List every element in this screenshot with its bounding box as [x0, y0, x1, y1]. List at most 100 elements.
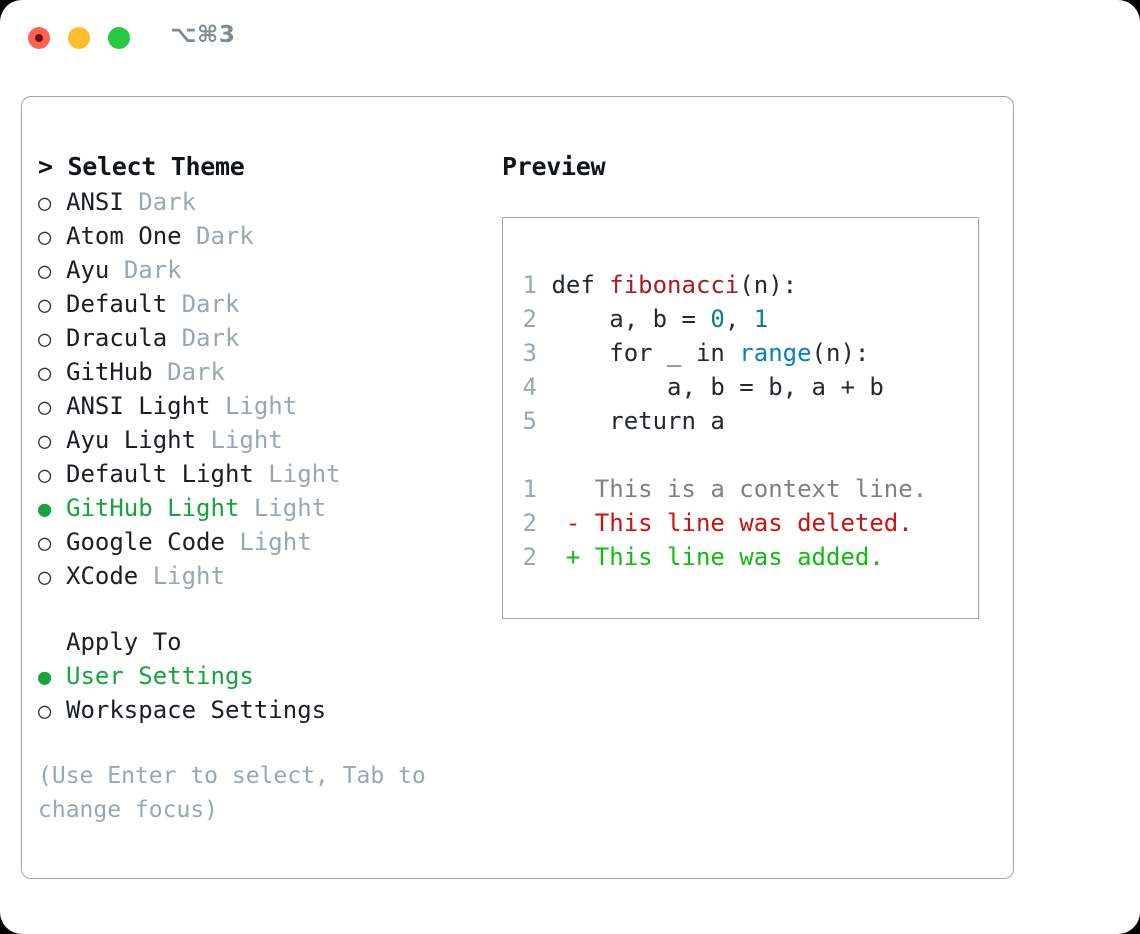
theme-list-item[interactable]: ○ Default Light Light: [38, 457, 478, 491]
maximize-button[interactable]: [108, 27, 130, 49]
radio-unselected-icon[interactable]: ○: [38, 699, 52, 724]
theme-list-item[interactable]: ○ Ayu Light Light: [38, 423, 478, 457]
diff-line: 1 This is a context line.: [513, 472, 972, 506]
line-number: 2: [522, 509, 537, 537]
code-token: 0: [710, 305, 725, 333]
preview-column: Preview 1 def fibonacci(n):2 a, b = 0, 1…: [502, 149, 1002, 619]
line-number: 5: [522, 407, 537, 435]
theme-name: Ayu: [66, 256, 110, 284]
gutter-gap: [537, 305, 551, 333]
close-button[interactable]: [28, 27, 50, 49]
theme-list-column: > Select Theme ○ANSI Dark○Atom One Dark○…: [38, 149, 478, 827]
spacer: [196, 426, 210, 454]
theme-variant-label: Light: [224, 392, 298, 420]
radio-selected-icon[interactable]: ●: [38, 665, 52, 690]
theme-list-item[interactable]: ○ Atom One Dark: [38, 219, 478, 253]
code-token: return a: [551, 407, 725, 435]
code-line: 3 for _ in range(n):: [513, 336, 972, 370]
theme-list-item[interactable]: ● GitHub Light Light: [38, 491, 478, 525]
line-number: 1: [522, 271, 537, 299]
apply-to-option[interactable]: ○Workspace Settings: [38, 693, 478, 727]
radio-unselected-icon[interactable]: ○: [38, 259, 52, 284]
code-diff-separator: [513, 438, 972, 472]
theme-variant-label: Dark: [181, 324, 240, 352]
theme-list-item[interactable]: ○ Ayu Dark: [38, 253, 478, 287]
diff-text: + This line was added.: [565, 543, 884, 571]
theme-variant-label: Light: [239, 528, 312, 556]
code-token: (n):: [811, 339, 870, 367]
theme-variant-label: Light: [253, 494, 327, 522]
code-token: (n):: [739, 271, 798, 299]
theme-name: GitHub Light: [66, 494, 240, 522]
theme-variant-label: Light: [268, 460, 341, 488]
theme-variant-label: Dark: [138, 188, 197, 216]
theme-variant-label: Dark: [123, 256, 182, 284]
radio-unselected-icon[interactable]: ○: [38, 531, 52, 556]
code-line: 4 a, b = b, a + b: [513, 370, 972, 404]
theme-picker-panel: > Select Theme ○ANSI Dark○Atom One Dark○…: [21, 96, 1014, 879]
theme-list-item[interactable]: ○Dracula Dark: [38, 321, 478, 355]
radio-unselected-icon[interactable]: ○: [38, 429, 52, 454]
code-token: ,: [724, 305, 754, 333]
radio-selected-icon[interactable]: ●: [38, 497, 52, 522]
line-number: 2: [522, 305, 537, 333]
theme-list-item[interactable]: ○XCode Light: [38, 559, 478, 593]
code-token: a, b =: [551, 305, 711, 333]
radio-unselected-icon[interactable]: ○: [38, 293, 52, 318]
theme-list-item[interactable]: ○ Google Code Light: [38, 525, 478, 559]
radio-unselected-icon[interactable]: ○: [38, 225, 52, 250]
theme-name: Ayu Light: [66, 426, 197, 454]
theme-variant-label: Light: [210, 426, 283, 454]
radio-unselected-icon[interactable]: ○: [38, 463, 52, 488]
apply-to-option[interactable]: ● User Settings: [38, 659, 478, 693]
close-icon: [35, 34, 43, 42]
apply-to-label: User Settings: [66, 662, 254, 690]
code-token: range: [739, 339, 812, 367]
apply-to-list[interactable]: ● User Settings ○Workspace Settings: [38, 659, 478, 727]
gutter-gap: [537, 373, 551, 401]
spacer: [225, 528, 239, 556]
spacer: [138, 562, 152, 590]
theme-variant-label: Dark: [196, 222, 254, 250]
spacer: [124, 188, 138, 216]
gutter-gap: [537, 407, 551, 435]
gutter-gap: [537, 509, 566, 537]
gutter-gap: [537, 475, 566, 503]
theme-name: Atom One: [66, 222, 182, 250]
radio-unselected-icon[interactable]: ○: [38, 327, 52, 352]
diff-text: This is a context line.: [565, 475, 928, 503]
radio-unselected-icon[interactable]: ○: [38, 565, 52, 590]
radio-unselected-icon[interactable]: ○: [38, 395, 52, 420]
code-token: fibonacci: [609, 271, 740, 299]
minimize-button[interactable]: [68, 27, 90, 49]
theme-name: GitHub: [66, 358, 153, 386]
theme-list-item[interactable]: ○ANSI Dark: [38, 185, 478, 219]
spacer: [153, 358, 167, 386]
theme-list-item[interactable]: ○ ANSI Light Light: [38, 389, 478, 423]
radio-unselected-icon[interactable]: ○: [38, 361, 52, 386]
code-token: a, b = b, a + b: [551, 373, 884, 401]
line-number: 1: [522, 475, 537, 503]
keyboard-shortcut-label: ⌥⌘3: [170, 22, 236, 48]
code-token: 1: [753, 305, 769, 333]
theme-name: Google Code: [66, 528, 225, 556]
gutter-gap: [537, 339, 551, 367]
code-line: 2 a, b = 0, 1: [513, 302, 972, 336]
theme-name: ANSI Light: [66, 392, 211, 420]
code-token: for _ in: [551, 339, 740, 367]
code-line: 1 def fibonacci(n):: [513, 268, 972, 302]
select-theme-header: > Select Theme: [38, 152, 245, 181]
code-token: def: [551, 271, 610, 299]
theme-name: Default Light: [66, 460, 254, 488]
theme-list[interactable]: ○ANSI Dark○Atom One Dark○Ayu Dark○Defaul…: [38, 185, 478, 593]
theme-list-item[interactable]: ○Default Dark: [38, 287, 478, 321]
title-bar: ⌥⌘3: [0, 0, 1140, 76]
diff-line: 2 + This line was added.: [513, 540, 972, 574]
radio-unselected-icon[interactable]: ○: [38, 191, 52, 216]
theme-list-item[interactable]: ○GitHub Dark: [38, 355, 478, 389]
spacer: [239, 494, 253, 522]
line-number: 3: [522, 339, 537, 367]
